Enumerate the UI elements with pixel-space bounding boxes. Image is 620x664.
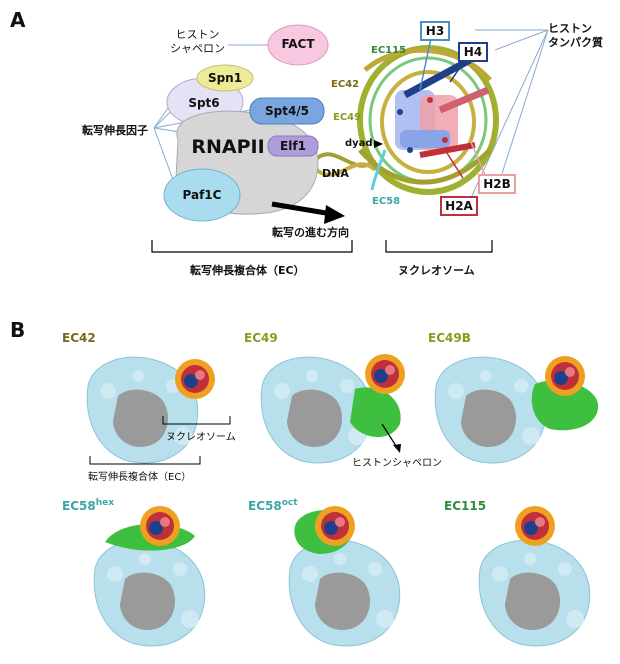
h3-box: H3 xyxy=(420,21,450,41)
paf1c-blob xyxy=(163,168,241,222)
direction-label: 転写の進む方向 xyxy=(272,226,349,239)
structure-ec58oct xyxy=(288,539,401,647)
ec58-label: EC58 xyxy=(372,196,401,207)
ec42-ec-bracket xyxy=(89,456,201,465)
bracket-nucleosome-label: ヌクレオソーム xyxy=(398,264,475,277)
elf1-blob xyxy=(267,135,319,157)
structure-ec49b xyxy=(434,356,547,464)
panel-b-structures xyxy=(86,354,599,647)
struct-label-ec115: EC115 xyxy=(444,499,487,513)
dyad-pointer xyxy=(374,140,383,148)
direction-arrow-shaft xyxy=(271,201,333,217)
direction-arrow-head xyxy=(324,205,345,224)
chaperone-label: ヒストン シャペロン xyxy=(170,28,225,55)
panel-a-diagram xyxy=(151,24,549,253)
h4-box: H4 xyxy=(458,42,488,62)
spn1-label: Spn1 xyxy=(207,71,243,85)
h2a-box: H2A xyxy=(440,196,478,216)
annot-nucleosome: ヌクレオソーム xyxy=(166,432,236,443)
struct-label-ec58oct: EC58oct xyxy=(248,498,298,513)
panel-label-a: A xyxy=(10,8,26,32)
fact-label: FACT xyxy=(281,37,315,51)
struct-label-ec49: EC49 xyxy=(244,331,278,345)
bracket-ec xyxy=(151,240,353,253)
h2b-box: H2B xyxy=(478,174,516,194)
paf1c-label: Paf1C xyxy=(182,188,222,202)
struct-label-ec42: EC42 xyxy=(62,331,96,345)
struct-label-ec58hex: EC58hex xyxy=(62,498,115,513)
structure-ec115 xyxy=(478,539,591,647)
bracket-nucleosome xyxy=(385,240,493,253)
spt45-blob xyxy=(249,97,325,125)
ec42-label: EC42 xyxy=(331,79,360,90)
panel-label-b: B xyxy=(10,318,26,342)
ec115-label: EC115 xyxy=(371,45,407,56)
rnapii-label: RNAPII xyxy=(191,136,265,158)
nucleosome-structure xyxy=(357,45,499,195)
ec49-label: EC49 xyxy=(333,112,362,123)
fact-blob xyxy=(267,24,329,66)
spn1-blob xyxy=(196,64,254,92)
annot-chaperone: ヒストンシャペロン xyxy=(352,458,442,469)
struct-label-ec49b: EC49B xyxy=(428,331,471,345)
histone-protein-label: ヒストン タンパク質 xyxy=(548,22,603,49)
dyad-label: dyad xyxy=(345,138,373,149)
structure-ec58hex xyxy=(93,539,206,647)
elongation-factor-label: 転写伸長因子 xyxy=(82,124,148,137)
bracket-ec-label: 転写伸長複合体（EC） xyxy=(190,264,305,277)
spt45-label: Spt4/5 xyxy=(264,104,310,118)
dna-label: DNA xyxy=(322,167,349,180)
elf1-label: Elf1 xyxy=(280,139,306,153)
annot-ec: 転写伸長複合体（EC） xyxy=(88,472,192,483)
ec42-nuc-bracket xyxy=(162,416,231,425)
spt6-label: Spt6 xyxy=(188,96,220,110)
